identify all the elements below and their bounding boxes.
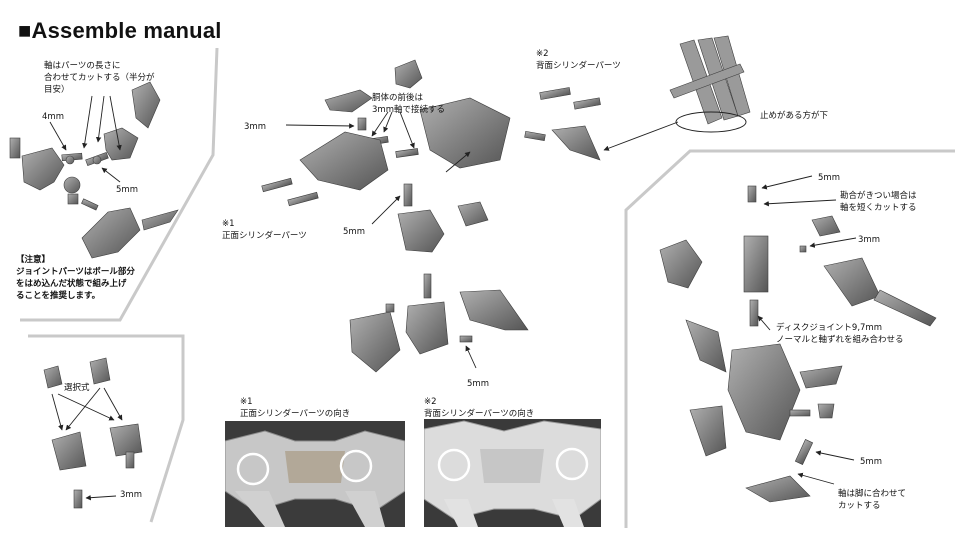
back-direction-label: 背面シリンダーパーツの向き xyxy=(424,409,535,419)
cylinder-rack xyxy=(669,35,751,125)
center-parts xyxy=(261,59,601,373)
tight-fit-note-1: 勘合がきつい場合は xyxy=(840,191,917,201)
label-5mm-left: 5mm xyxy=(116,185,138,195)
right-parts xyxy=(659,185,937,503)
axis-cut-note-3: 目安） xyxy=(44,85,70,95)
stopper-note: 止めがある方が下 xyxy=(760,111,829,121)
front-cylinder-render xyxy=(225,421,405,527)
label-5mm-center: 5mm xyxy=(343,227,365,237)
tight-fit-note-2: 軸を短くカットする xyxy=(840,203,917,213)
body-connect-note-2: 3mm軸で接続する xyxy=(372,105,445,115)
axis-cut-note-1: 軸はパーツの長さに xyxy=(44,61,121,71)
selectable-label: 選択式 xyxy=(64,383,90,393)
caution-line-3: ることを推奨します。 xyxy=(16,291,101,301)
front-cylinder-label: 正面シリンダーパーツ xyxy=(222,231,307,241)
section-divider xyxy=(20,47,955,528)
leg-cut-note-2: カットする xyxy=(838,501,881,511)
left-parts xyxy=(9,81,179,259)
bottom-left-parts xyxy=(43,357,143,509)
back-cylinder-render xyxy=(424,419,601,527)
page-title: ■Assemble manual xyxy=(18,18,222,43)
back-cylinder-photo xyxy=(424,419,601,527)
ref-mark-2: ※2 xyxy=(536,49,549,59)
back-cylinder-label: 背面シリンダーパーツ xyxy=(536,61,621,71)
ref-mark-1: ※1 xyxy=(222,219,235,229)
caution-head: 【注意】 xyxy=(16,255,51,265)
leg-cut-note-1: 軸は脚に合わせて xyxy=(838,489,907,499)
photo-ref-1: ※1 xyxy=(240,397,253,407)
label-3mm-bottom-left: 3mm xyxy=(120,490,142,500)
front-cylinder-photo xyxy=(225,421,405,527)
body-connect-note-1: 胴体の前後は xyxy=(372,93,424,103)
stopper-highlight xyxy=(675,111,747,133)
caution-line-1: ジョイントパーツはボール部分 xyxy=(16,267,135,277)
photo-ref-2: ※2 xyxy=(424,397,437,407)
label-5mm-center-low: 5mm xyxy=(467,379,489,389)
label-3mm-center: 3mm xyxy=(244,122,266,132)
label-5mm-right-low: 5mm xyxy=(860,457,882,467)
label-3mm-right: 3mm xyxy=(858,235,880,245)
label-4mm: 4mm xyxy=(42,112,64,122)
caution-line-2: をはめ込んだ状態で組み上げ xyxy=(16,279,127,289)
axis-cut-note-2: 合わせてカットする（半分が xyxy=(44,73,155,83)
disc-joint-note-1: ディスクジョイント9,7mm xyxy=(776,323,882,333)
label-5mm-right-top: 5mm xyxy=(818,173,840,183)
disc-joint-note-2: ノーマルと軸ずれを組み合わせる xyxy=(776,335,904,345)
front-direction-label: 正面シリンダーパーツの向き xyxy=(240,409,351,419)
